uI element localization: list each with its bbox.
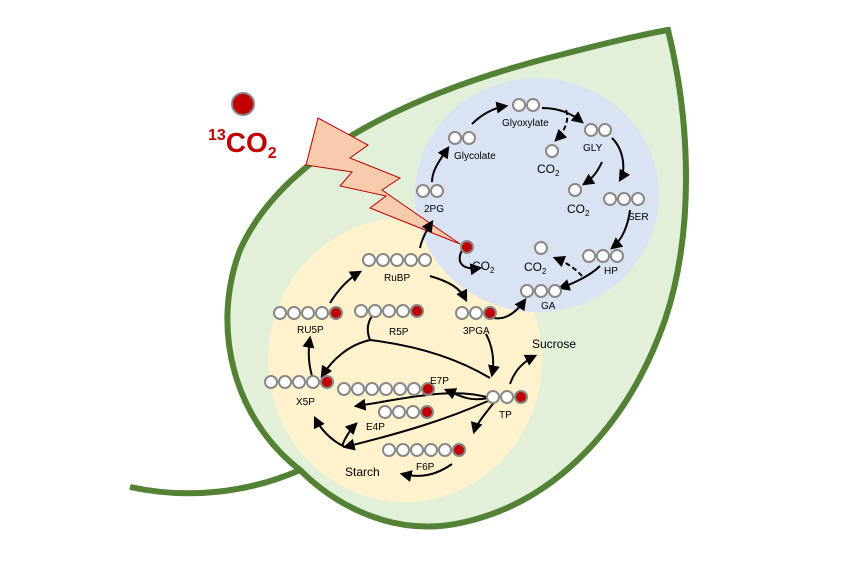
co2-13-label: 13CO2 [208,127,277,162]
co2-a-label: CO2 [537,162,560,178]
e7p-molecule: E7P [337,376,449,396]
glyoxylate-molecule: Glyoxylate [502,98,549,129]
f6p-label: F6P [416,462,435,473]
sucrose-label: Sucrose [532,337,576,351]
ga-molecule: GA [520,284,562,312]
co2-release-a: CO2 [537,144,560,178]
glycolate-label: Glycolate [454,151,496,162]
co2-b-label: CO2 [567,202,590,218]
pg2-label: 2PG [424,204,444,215]
gly-molecule: GLY [583,123,612,154]
ser-label: SER [628,212,649,223]
starch-label: Starch [345,465,380,479]
r5p-molecule: R5P [354,304,424,338]
e4p-label: E4P [366,422,385,433]
rubp-molecule: RuBP [362,253,432,284]
gly-label: GLY [583,143,603,154]
f6p-molecule: F6P [382,443,466,473]
tp-label: TP [499,410,512,421]
tp-molecule: TP [486,390,528,421]
calvin-co2: CO2 [460,240,495,275]
glycolate-molecule: Glycolate [448,131,496,162]
x5p-label: X5P [296,397,315,408]
ru5p-molecule: RU5P [273,306,343,336]
ga-label: GA [541,301,556,312]
e7p-label: E7P [430,376,449,387]
hp-molecule: HP [582,249,624,277]
ru5p-label: RU5P [297,325,324,336]
rubp-label: RuBP [384,273,410,284]
pga3-molecule: 3PGA [455,306,497,337]
pg2-molecule: 2PG [416,184,444,215]
glyoxylate-label: Glyoxylate [502,118,549,129]
e4p-molecule: E4P [366,405,434,433]
ser-molecule: SER [603,192,649,223]
co2-13-atom-icon [231,92,255,116]
pga3-label: 3PGA [463,326,490,337]
co2-release-b: CO2 [567,183,590,218]
hp-label: HP [604,266,618,277]
labeled-carbon-icon [460,240,474,254]
calvin-arrows [302,220,538,482]
leaf-stem [129,467,302,497]
r5p-label: R5P [389,327,409,338]
photorespiration-arrows [431,101,631,291]
x5p-molecule: X5P [264,375,334,408]
co2-release-c: CO2 [524,241,548,276]
co2-c-label: CO2 [524,260,547,276]
light-bolt [305,117,461,245]
calvin-co2-label: CO2 [472,259,495,275]
